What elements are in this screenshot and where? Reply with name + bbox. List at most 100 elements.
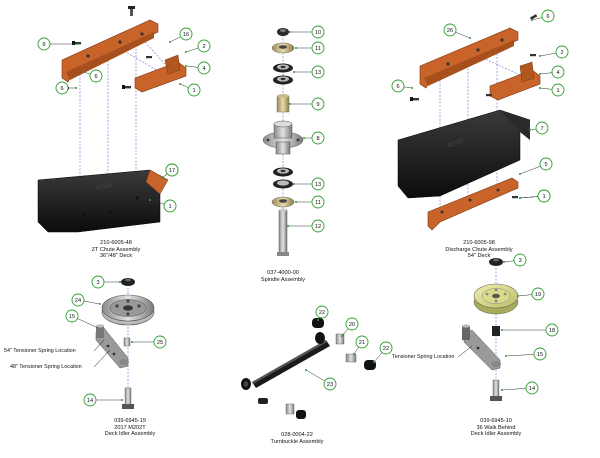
deck-idler-2017-assembly <box>95 278 155 409</box>
callout-zt-6: 6 <box>37 37 79 51</box>
callout-zt-16: 16 <box>169 27 193 43</box>
callout-circle <box>311 25 325 39</box>
deck-idler-36-model: 36 Walk Behind <box>476 424 516 431</box>
bushing-icon <box>285 403 295 415</box>
spacer-icon <box>123 337 131 347</box>
zt-chute-assembly: AGRI <box>37 6 187 233</box>
callout-spindle-10: 10 <box>289 25 325 39</box>
callout-arrow <box>121 399 123 401</box>
callout-circle <box>83 393 97 407</box>
callout-number: 11 <box>315 46 321 52</box>
screw-icon <box>122 85 131 89</box>
callout-arrow <box>501 389 503 391</box>
callout-arrow <box>529 129 531 131</box>
turnbuckle-title: Turnbuckle Assembly <box>270 438 324 445</box>
callout-circle <box>311 65 325 79</box>
callout-circle <box>513 253 527 267</box>
callout-turnbuckle-21: 21 <box>353 335 369 355</box>
callout-arrow <box>539 55 541 57</box>
deck-idler-36-title: Deck Idler Assembly <box>470 431 522 438</box>
callout-circle <box>71 293 85 307</box>
callout-arrow <box>341 335 343 337</box>
callout-turnbuckle-20: 20 <box>341 317 359 337</box>
callout-arrow <box>295 47 297 49</box>
callout-discharge-6: 6 <box>391 79 413 93</box>
callout-number: 6 <box>546 14 549 20</box>
callout-circle <box>541 9 555 23</box>
callout-number: 6 <box>94 74 97 80</box>
callout-arrow <box>119 281 121 283</box>
callout-arrow <box>305 369 307 371</box>
callout-zt-6: 6 <box>83 69 103 83</box>
discharge-chute-caption: 210-6005-98 Discharge Chute Assembly 54"… <box>434 240 524 260</box>
tensioner-note: Tensioner Spring Location <box>392 354 455 360</box>
callout-number: 10 <box>315 30 321 36</box>
callout-arrow <box>353 353 355 355</box>
callout-number: 23 <box>327 382 333 388</box>
spindle-title: Spindle Assembly <box>260 276 306 283</box>
callout-number: 4 <box>202 66 205 72</box>
callout-circle <box>555 45 569 59</box>
discharge-chute-assembly: AGRI <box>397 14 541 231</box>
callout-circle <box>535 121 549 135</box>
callout-arrow <box>97 327 99 329</box>
callout-circle <box>537 189 551 203</box>
spindle-housing-icon <box>262 120 304 155</box>
spindle-part-number: 037-4000-00 <box>267 270 299 276</box>
idler-arm-icon <box>462 324 501 371</box>
callout-number: 8 <box>316 136 319 142</box>
zt-chute-deck: 36"/48" Deck <box>99 253 133 260</box>
rubber-grommet-icon <box>364 360 376 370</box>
callout-arrow <box>519 173 521 175</box>
callout-number: 4 <box>556 70 559 76</box>
callout-number: 18 <box>549 328 555 334</box>
callout-arrow <box>185 65 187 67</box>
callout-turnbuckle-23: 23 <box>305 369 337 391</box>
callout-arrow <box>531 19 533 21</box>
callout-discharge-2: 2 <box>539 45 569 59</box>
callout-number: 14 <box>87 398 93 404</box>
callout-number: 1 <box>556 88 559 94</box>
spindle-assembly <box>262 28 304 256</box>
callout-number: 12 <box>315 224 321 230</box>
callout-number: 1 <box>542 194 545 200</box>
screw-icon <box>410 97 419 101</box>
callout-arrow <box>293 183 295 185</box>
callout-circle <box>55 81 69 95</box>
callout-spindle-11: 11 <box>295 195 325 209</box>
callout-number: 20 <box>349 322 355 328</box>
zt-chute-flange <box>145 169 169 195</box>
callout-circle <box>311 97 325 111</box>
callout-discharge-7: 7 <box>529 121 549 135</box>
callout-arrow <box>149 199 151 201</box>
discharge-chute-deck: 54" Deck <box>467 253 491 260</box>
spindle-caption: 037-4000-00 Spindle Assembly <box>248 270 318 283</box>
callout-circle <box>379 341 393 355</box>
callout-arrow <box>501 329 503 331</box>
chute-bracket-ear <box>164 54 181 75</box>
callout-number: 13 <box>315 182 321 188</box>
callout-arrow <box>289 103 291 105</box>
callout-arrow <box>373 361 375 363</box>
callout-idler2017-14: 14 <box>83 393 123 407</box>
callout-arrow <box>77 43 79 45</box>
callout-arrow <box>503 261 505 263</box>
callout-zt-1: 1 <box>179 83 201 97</box>
rod-end-cap-icon <box>296 410 306 419</box>
callout-number: 6 <box>42 42 45 48</box>
callout-number: 11 <box>315 200 321 206</box>
callout-circle <box>311 219 325 233</box>
callout-idler2017-3: 3 <box>91 275 121 289</box>
callout-number: 14 <box>529 386 535 392</box>
callout-layer: 6616246171711011139813111262624617527132… <box>37 9 569 407</box>
callout-circle <box>165 163 179 177</box>
deflector-bar <box>427 177 519 231</box>
deck-idler-2017-model: 2017 M202T <box>114 424 146 431</box>
callout-arrow <box>469 37 471 39</box>
callout-turnbuckle-22: 22 <box>373 341 393 363</box>
callout-spindle-13: 13 <box>293 65 325 79</box>
screw-icon <box>486 94 492 97</box>
deck-idler-2017-part-number: 039-6945-19 <box>114 418 146 424</box>
idler-arm-icon <box>95 324 129 369</box>
callout-circle <box>345 317 359 331</box>
